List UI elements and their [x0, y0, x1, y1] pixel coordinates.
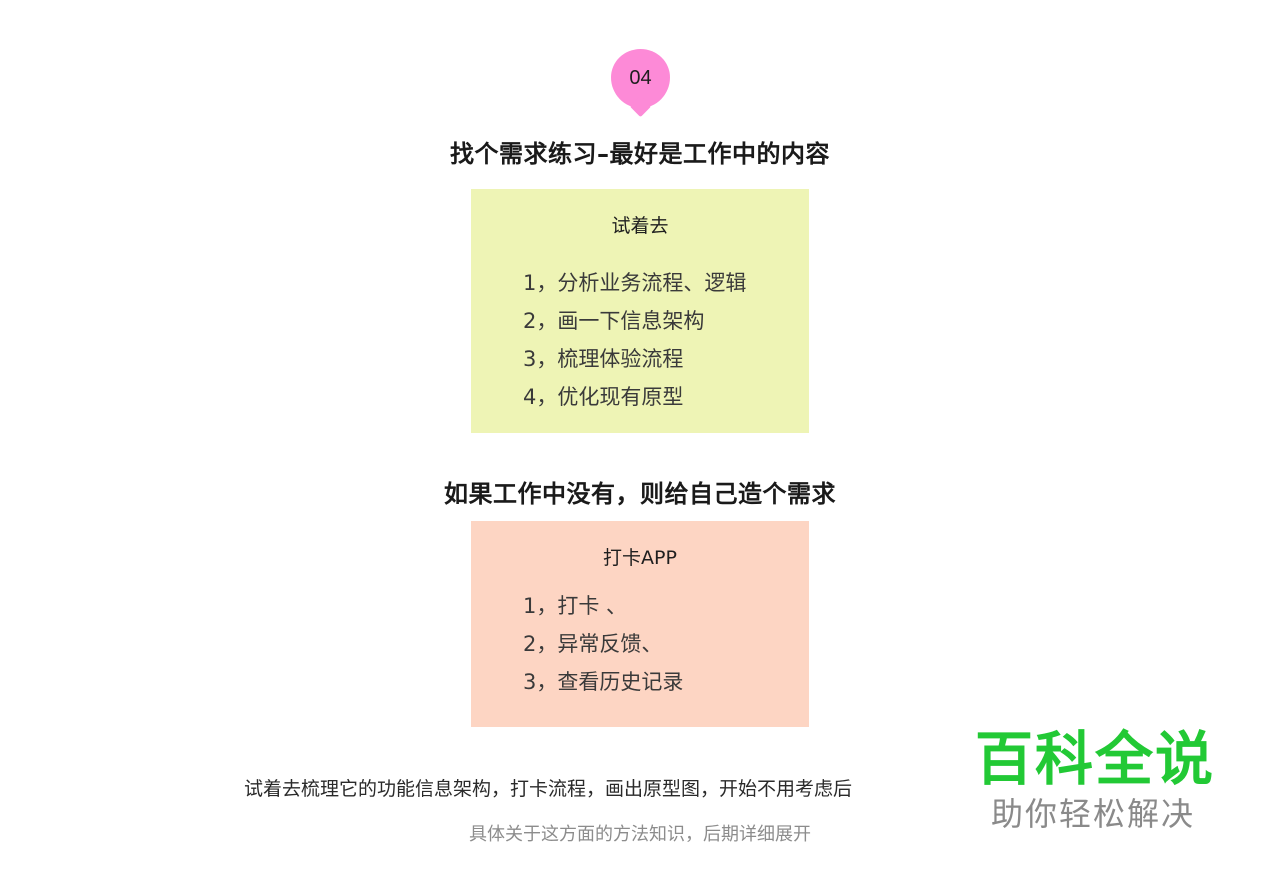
list-item: 3，梳理体验流程: [523, 347, 684, 371]
watermark-logo: 百科全说 助你轻松解决: [975, 724, 1215, 834]
try-card-title: 试着去: [611, 215, 669, 237]
list-item: 1，分析业务流程、逻辑: [523, 271, 747, 295]
list-item: 3，查看历史记录: [523, 670, 684, 694]
watermark-title: 百科全说: [975, 725, 1216, 793]
footer-note: 试着去梳理它的功能信息架构，打卡流程，画出原型图，开始不用考虑后: [244, 778, 853, 800]
watermark-subtitle: 助你轻松解决: [991, 795, 1196, 833]
checkin-app-card: 打卡APP 1，打卡 、 2，异常反馈、 3，查看历史记录: [471, 521, 809, 727]
try-card-list: 1，分析业务流程、逻辑 2，画一下信息架构 3，梳理体验流程 4，优化现有原型: [523, 264, 746, 416]
checkin-app-card-title: 打卡APP: [603, 547, 677, 569]
list-item: 4，优化现有原型: [523, 385, 684, 409]
section-heading-practice: 找个需求练习–最好是工作中的内容: [450, 140, 830, 168]
list-item: 1，打卡 、: [523, 594, 628, 618]
section-heading-create-demand: 如果工作中没有，则给自己造个需求: [444, 480, 836, 508]
try-card: 试着去 1，分析业务流程、逻辑 2，画一下信息架构 3，梳理体验流程 4，优化现…: [471, 189, 809, 433]
step-number-badge: 04: [611, 49, 670, 108]
list-item: 2，异常反馈、: [523, 632, 663, 656]
step-number: 04: [629, 67, 652, 89]
list-item: 2，画一下信息架构: [523, 309, 705, 333]
checkin-app-card-list: 1，打卡 、 2，异常反馈、 3，查看历史记录: [523, 587, 683, 701]
footer-subnote: 具体关于这方面的方法知识，后期详细展开: [469, 824, 811, 845]
